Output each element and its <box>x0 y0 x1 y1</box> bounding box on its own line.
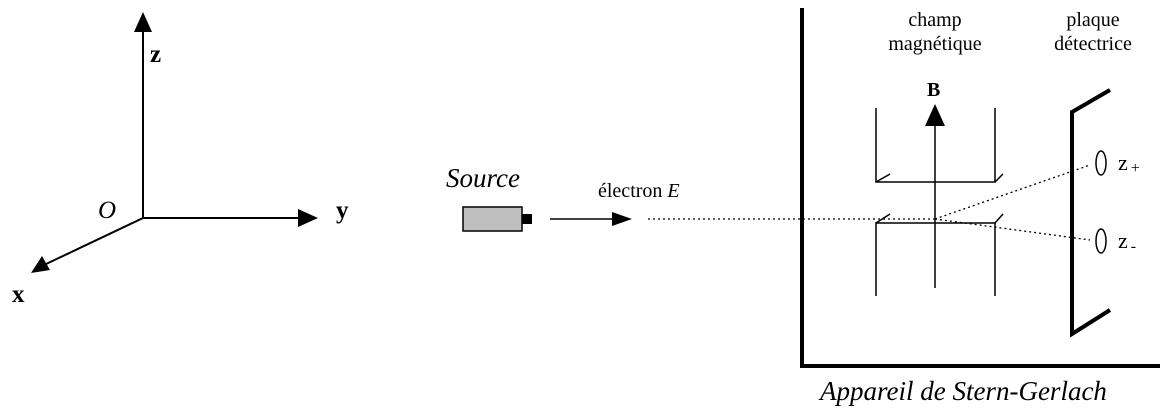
coordinate-axes <box>31 12 318 273</box>
z-axis-arrowhead <box>134 12 152 32</box>
spot-z-plus <box>1095 150 1107 176</box>
beam-path <box>648 164 1091 241</box>
b-arrowhead <box>925 104 945 126</box>
detector-plate <box>1070 88 1112 338</box>
source-nozzle <box>522 214 532 224</box>
y-axis-arrowhead <box>298 209 318 227</box>
z-minus-sign: - <box>1130 238 1137 255</box>
origin-label: O <box>98 197 117 224</box>
x-axis-label: x <box>12 281 25 308</box>
electron-label: électron E <box>598 181 680 201</box>
spot-z-minus <box>1095 228 1107 254</box>
deflected-beam-up <box>934 164 1091 220</box>
electron-source <box>462 206 532 232</box>
apparatus-caption: Appareil de Stern-Gerlach <box>820 376 1107 406</box>
electron-word: électron <box>598 180 663 202</box>
electron-arrow <box>550 212 632 226</box>
b-field-label: B <box>927 79 941 101</box>
z-plus-label: z+ <box>1118 150 1140 177</box>
x-axis-arrowhead <box>31 256 50 273</box>
electron-energy-symbol: E <box>667 180 680 202</box>
detector-plate-label: plaque détectrice <box>1028 8 1158 56</box>
z-axis-label: z <box>150 41 162 68</box>
z-plus-sign: + <box>1130 160 1140 177</box>
source-body <box>462 206 523 232</box>
z-plus-letter: z <box>1118 150 1128 175</box>
detector-plate-label-line1: plaque <box>1066 9 1120 31</box>
apparatus-frame <box>800 8 1160 368</box>
lower-magnet-pole <box>875 213 1004 296</box>
deflected-beam-down <box>934 218 1091 241</box>
magnetic-field-arrow <box>925 104 945 288</box>
magnetic-field-label-line2: magnétique <box>888 33 982 55</box>
y-axis-label: y <box>336 197 349 224</box>
z-minus-label: z- <box>1118 228 1137 255</box>
electron-arrowhead <box>612 212 632 226</box>
source-label: Source <box>446 163 520 193</box>
magnetic-field-label: champ magnétique <box>860 8 1010 56</box>
x-axis <box>43 217 144 266</box>
detector-plate-label-line2: détectrice <box>1054 33 1132 55</box>
z-minus-letter: z <box>1118 228 1128 253</box>
magnetic-field-label-line1: champ <box>908 9 962 31</box>
